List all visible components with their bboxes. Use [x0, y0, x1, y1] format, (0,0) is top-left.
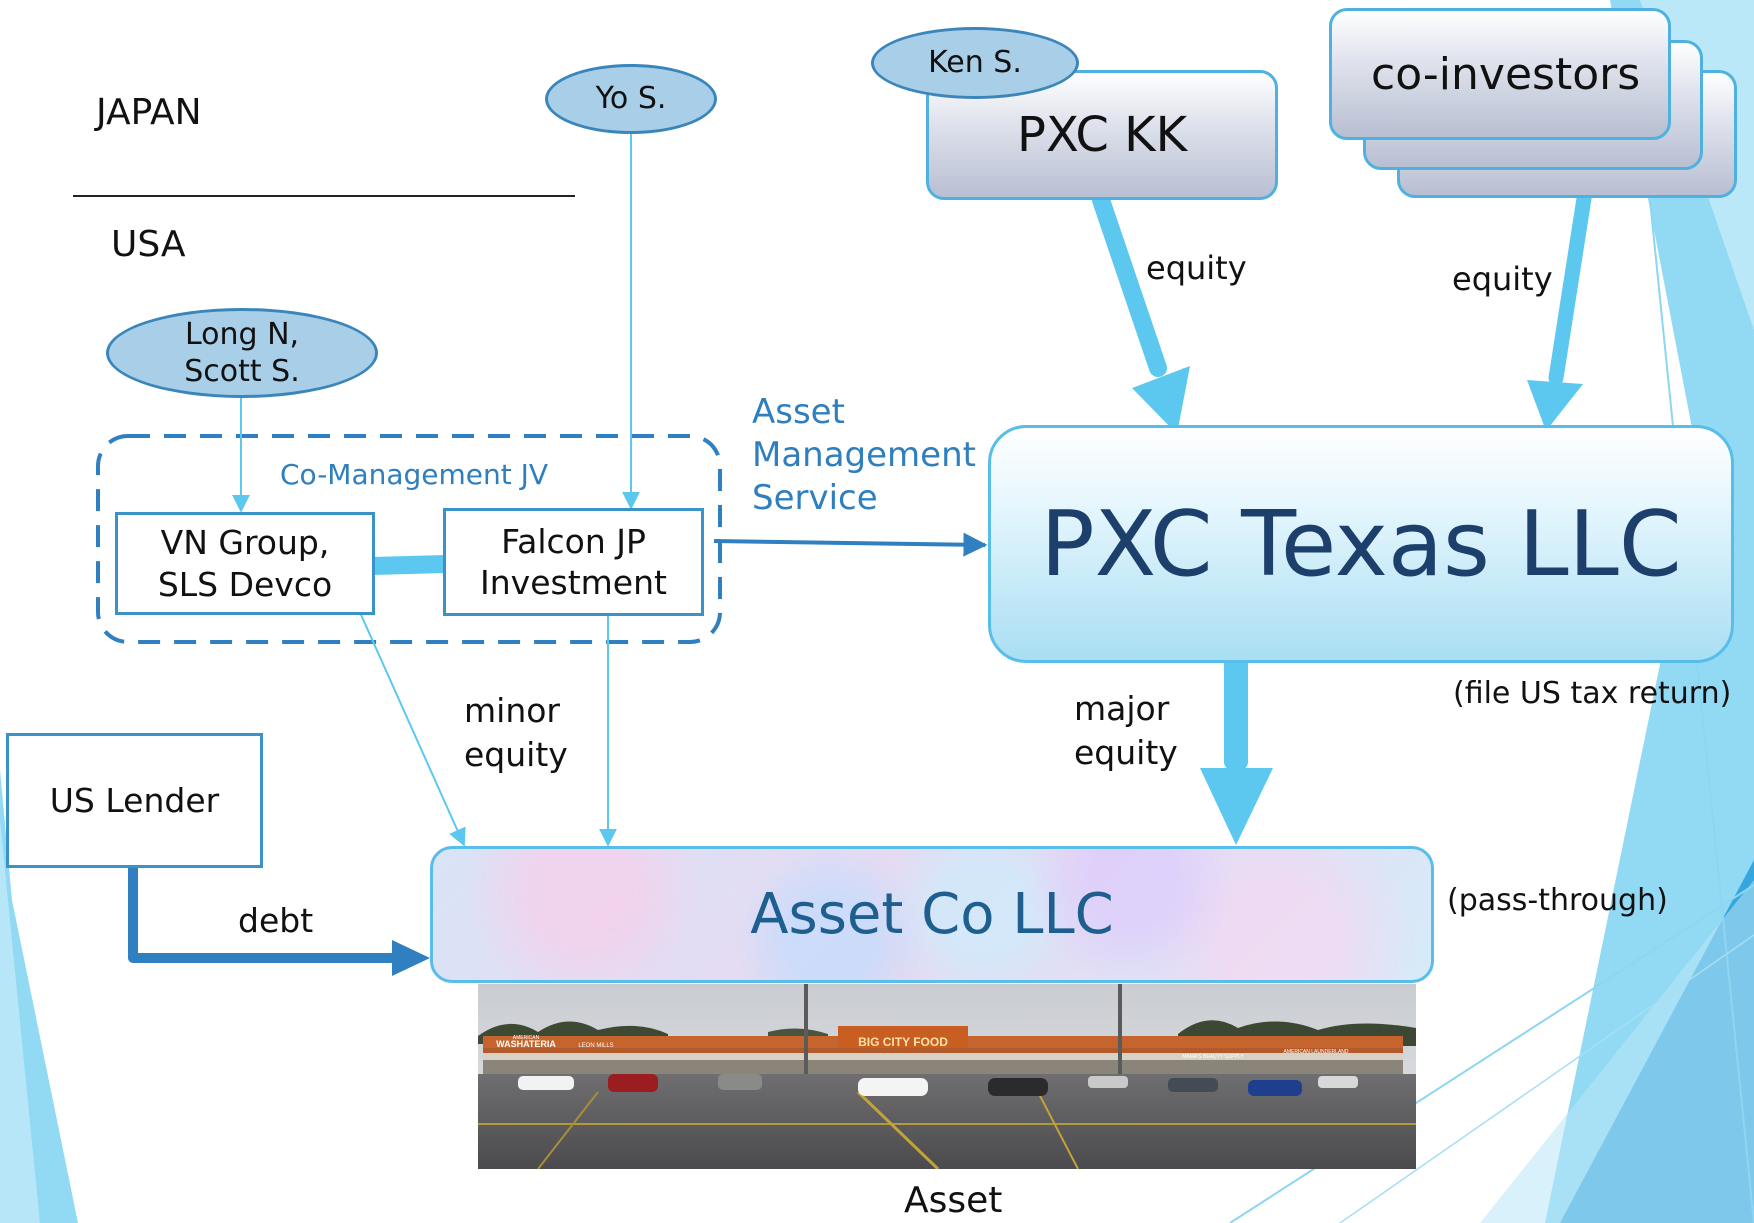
flow-label-service-2: Management [752, 435, 976, 475]
co-investors-card-front [1329, 8, 1671, 140]
us-lender-box: US Lender [6, 733, 263, 868]
vn-group-box: VN Group, SLS Devco [115, 512, 375, 615]
photo-sign-beauty: MAMA'S BEAUTY SUPPLY [1182, 1054, 1244, 1060]
photo-sign-laundry-small: AMERICAN [513, 1035, 540, 1041]
arrow-vn-to-assetco [357, 607, 466, 847]
asset-co-box: Asset Co LLC [430, 846, 1434, 983]
flow-label-minor-1: minor [464, 691, 560, 730]
person-scott-label: Scott S. [184, 354, 300, 389]
arrow-major-shaft [1224, 644, 1248, 770]
flow-label-equity-coinv: equity [1452, 260, 1553, 298]
jv-group-outline [96, 434, 722, 644]
person-yo-label: Yo S. [595, 81, 667, 117]
photo-sign-laundry-sub: LEON MILLS [578, 1043, 613, 1049]
photo-sign-laundry-right: AMERICAN LAUNDERLAND [1283, 1049, 1348, 1055]
arrowhead-coinv-equity [1527, 380, 1583, 431]
falcon-box: Falcon JP Investment [443, 508, 704, 616]
flow-label-equity-kk: equity [1146, 249, 1247, 287]
flow-label-service-3: Service [752, 478, 878, 518]
asset-co-label: Asset Co LLC [750, 882, 1114, 947]
person-long-scott: Long N, Scott S. [106, 308, 378, 398]
arrow-kk-equity [1092, 191, 1167, 377]
region-label-japan: JAPAN [96, 92, 202, 133]
person-ken: Ken S. [871, 27, 1079, 99]
person-ken-label: Ken S. [928, 45, 1022, 81]
region-label-usa: USA [111, 224, 186, 265]
pxc-kk-label: PXC KK [1017, 107, 1188, 163]
arrowhead-major [1200, 768, 1273, 845]
us-lender-label: US Lender [49, 780, 220, 820]
person-yo: Yo S. [545, 64, 717, 134]
asset-photo-caption: Asset [904, 1180, 1003, 1221]
falcon-line1: Falcon JP [501, 521, 646, 561]
asset-photo: BIG CITY FOOD AMERICAN WASHATERIA LEON M… [478, 984, 1416, 1169]
person-long-label: Long N, [184, 316, 300, 352]
arrow-coinv-equity [1548, 184, 1593, 386]
falcon-line2: Investment [480, 563, 667, 602]
flow-label-major-2: equity [1074, 733, 1178, 772]
co-investors-label: co-investors [1371, 49, 1641, 100]
pxc-texas-label: PXC Texas LLC [1040, 491, 1682, 597]
arrow-debt [128, 861, 397, 963]
note-pass-through: (pass-through) [1447, 883, 1668, 918]
vn-group-line1: VN Group, [160, 523, 330, 563]
jv-group-label: Co-Management JV [280, 458, 549, 491]
photo-sign-store: BIG CITY FOOD [858, 1035, 948, 1049]
pxc-texas-box: PXC Texas LLC [988, 425, 1734, 663]
arrow-service [713, 532, 988, 557]
flow-label-major-1: major [1074, 689, 1170, 728]
arrowhead-debt [392, 940, 430, 976]
link-vn-falcon [363, 555, 455, 575]
note-tax-return: (file US tax return) [1453, 676, 1732, 711]
vn-group-line2: SLS Devco [157, 564, 333, 604]
flow-label-service-1: Asset [752, 392, 845, 432]
flow-label-debt: debt [238, 901, 314, 940]
flow-label-minor-2: equity [464, 735, 568, 774]
photo-sign-laundry: WASHATERIA [496, 1039, 556, 1049]
